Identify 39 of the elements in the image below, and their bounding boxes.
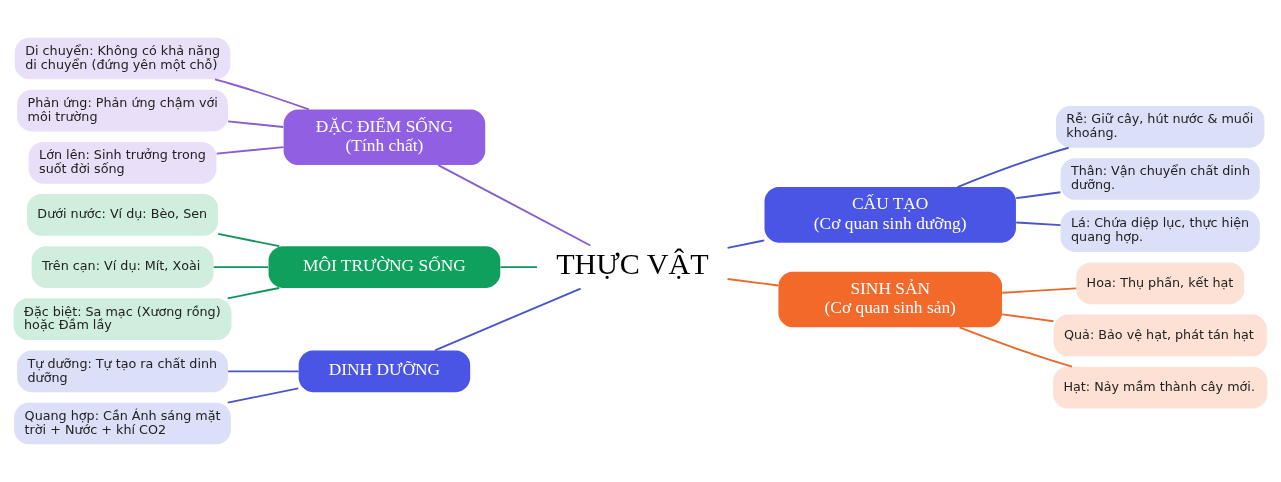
node-box: Lá: Chứa diệp lục, thực hiện quang hợp.	[1060, 210, 1260, 252]
node-box: Thân: Vận chuyển chất dinh dưỡng.	[1060, 158, 1260, 200]
connector	[226, 287, 281, 300]
node-box: DINH DƯỠNG	[298, 350, 471, 393]
node-box: SINH SẢN (Cơ quan sinh sản)	[778, 271, 1003, 328]
node-box: MÔI TRƯỜNG SỐNG	[268, 246, 501, 288]
connector	[1015, 221, 1062, 227]
connector	[212, 266, 270, 268]
connector	[726, 239, 766, 249]
connector	[227, 370, 300, 373]
connector	[1015, 191, 1062, 200]
node-box: Di chuyển: Không có khả năng di chuyển (đứng yên một chỗ)	[14, 37, 231, 80]
connector	[956, 146, 1070, 188]
node-box: Tự dưỡng: Tự tạo ra chất dinh dưỡng	[17, 350, 228, 393]
connector	[499, 266, 538, 268]
connector	[226, 387, 300, 404]
node-box: Phản ứng: Phản ứng chậm với môi trường	[17, 89, 228, 132]
connector	[217, 232, 281, 248]
node-box: Rễ: Giữ cây, hút nước & muối khoáng.	[1055, 106, 1265, 148]
node-box: Hoa: Thụ phấn, kết hạt	[1076, 262, 1245, 305]
connector	[214, 78, 310, 111]
node-box: CẤU TẠO (Cơ quan sinh dưỡng)	[764, 187, 1016, 243]
connector	[726, 278, 780, 287]
node-box: Lớn lên: Sinh trưởng trong suốt đời sống	[28, 141, 217, 184]
node-box: ĐẶC ĐIỂM SỐNG (Tính chất)	[283, 109, 486, 166]
node-box: Trên cạn: Ví dụ: Mít, Xoài	[31, 246, 214, 288]
node-box: Đặc biệt: Sa mạc (Xương rồng) hoặc Đầm lầy	[13, 298, 232, 341]
node-box: Dưới nước: Ví dụ: Bèo, Sen	[26, 194, 219, 236]
connector	[1001, 313, 1055, 323]
node-box: Quả: Bảo vệ hạt, phát tán hạt	[1053, 314, 1267, 357]
connector	[227, 120, 285, 128]
connector	[215, 146, 285, 155]
node-box: Hạt: Nảy mầm thành cây mới.	[1053, 366, 1268, 409]
node-text: THỰC VẬT	[556, 247, 709, 282]
connector	[437, 164, 592, 247]
connector	[958, 326, 1073, 368]
connector	[434, 287, 582, 352]
node-box: Quang hợp: Cần Ánh sáng mặt trời + Nước + khí CO2	[14, 402, 231, 445]
connector	[1001, 287, 1078, 294]
